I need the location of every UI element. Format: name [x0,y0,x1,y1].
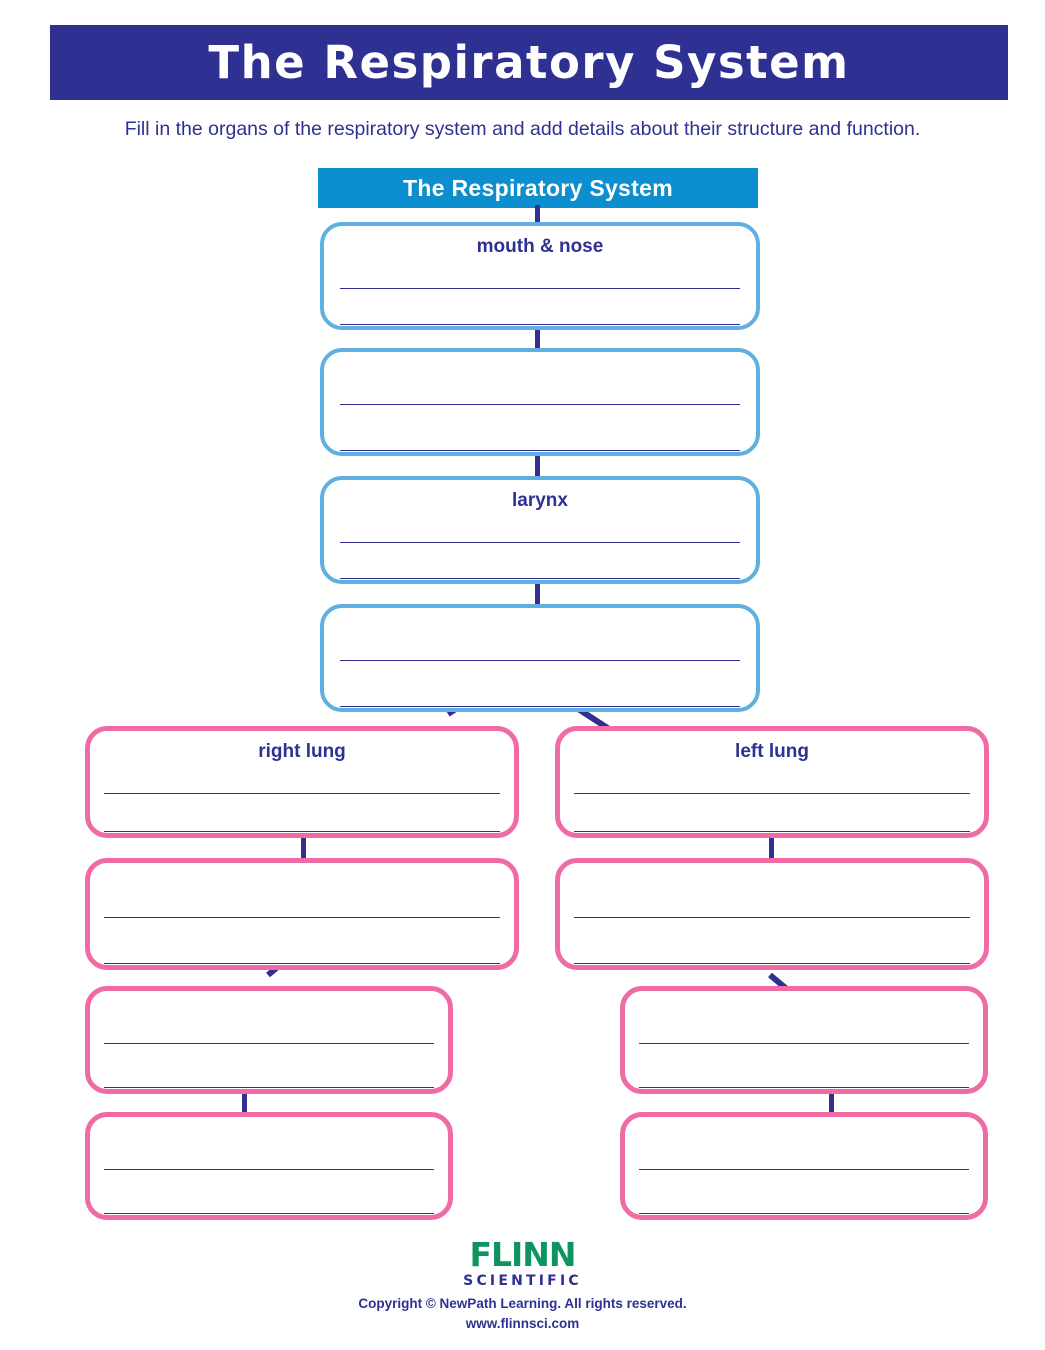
connector-root-to-mouth [535,205,540,225]
write-line[interactable] [104,917,500,918]
node-blue-4[interactable] [320,604,760,712]
write-line[interactable] [639,1169,969,1170]
write-line[interactable] [104,793,500,794]
node-label-mouth-nose: mouth & nose [476,236,604,257]
node-left-2[interactable] [555,858,989,970]
connector-rightlung-to-right2 [301,838,306,858]
write-line[interactable] [104,1169,434,1170]
write-line[interactable] [574,793,970,794]
node-right-2[interactable] [85,858,519,970]
node-right-3[interactable] [85,986,453,1094]
connector-blue2-to-larynx [535,455,540,477]
write-line[interactable] [639,1043,969,1044]
copyright-text: Copyright © NewPath Learning. All rights… [358,1296,687,1311]
write-line[interactable] [340,660,740,661]
flinn-logo-subtext: SCIENTIFIC [463,1273,582,1289]
write-line[interactable] [340,450,740,451]
connector-right3-to-right4 [242,1094,247,1114]
node-mouth-nose[interactable]: mouth & nose [320,222,760,330]
page-footer: FLINN SCIENTIFIC Copyright © NewPath Lea… [0,1238,1045,1333]
write-line[interactable] [340,404,740,405]
node-left-3[interactable] [620,986,988,1094]
write-line[interactable] [340,324,740,325]
node-left-4[interactable] [620,1112,988,1220]
node-label-larynx: larynx [512,490,568,511]
connector-left3-to-left4 [829,1094,834,1114]
flinn-logo-wordmark: FLINN [469,1235,576,1274]
write-line[interactable] [639,1087,969,1088]
write-line[interactable] [340,706,740,707]
write-line[interactable] [574,963,970,964]
node-blue-2[interactable] [320,348,760,456]
write-line[interactable] [639,1213,969,1214]
write-line[interactable] [340,542,740,543]
node-right-lung[interactable]: right lung [85,726,519,838]
website-url[interactable]: www.flinnsci.com [465,1316,580,1331]
connector-larynx-to-blue4 [535,583,540,605]
connector-leftlung-to-left2 [769,838,774,858]
write-line[interactable] [574,917,970,918]
node-label-right-lung: right lung [258,741,346,762]
node-label-left-lung: left lung [735,741,809,762]
write-line[interactable] [574,831,970,832]
write-line[interactable] [340,578,740,579]
write-line[interactable] [104,1043,434,1044]
write-line[interactable] [340,288,740,289]
chart-root-label: The Respiratory System [403,174,673,201]
page-title: The Respiratory System [208,36,850,89]
instructions-text: Fill in the organs of the respiratory sy… [124,118,921,140]
write-line[interactable] [104,1213,434,1214]
chart-root-header: The Respiratory System [318,168,758,208]
node-right-4[interactable] [85,1112,453,1220]
write-line[interactable] [104,831,500,832]
write-line[interactable] [104,1087,434,1088]
write-line[interactable] [104,963,500,964]
node-larynx[interactable]: larynx [320,476,760,584]
page-banner: The Respiratory System [50,25,1008,100]
node-left-lung[interactable]: left lung [555,726,989,838]
connector-mouth-to-blue2 [535,327,540,349]
